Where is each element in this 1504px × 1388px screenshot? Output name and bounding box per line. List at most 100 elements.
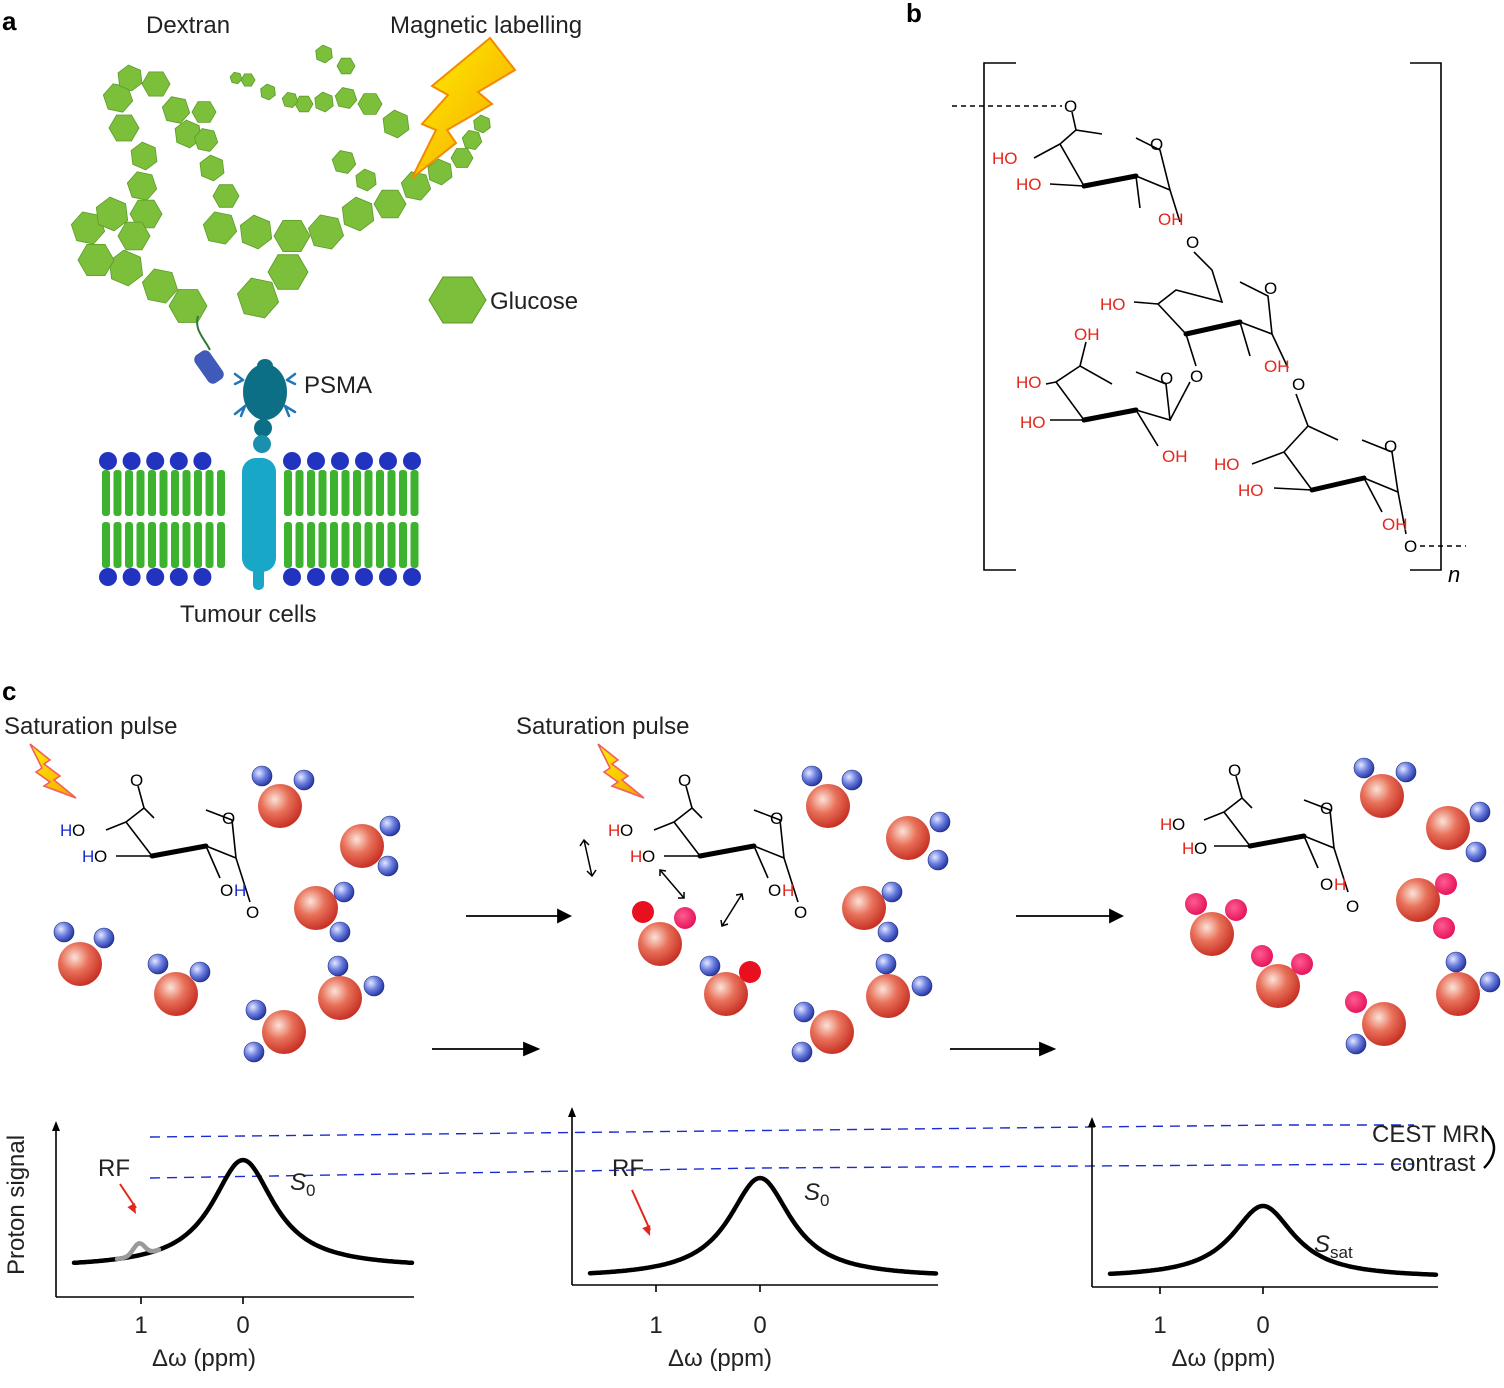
glucose-unit [307,214,345,250]
atom-h-red: H [608,821,620,840]
atom-h-blue: H [82,847,94,866]
lipid-head [331,452,349,470]
glucose-unit [236,277,280,319]
lipid-tail [182,522,191,568]
glucose-unit [240,73,256,87]
lipid-tail [136,470,145,516]
psma-label: PSMA [304,372,372,399]
glucose-unit [95,196,129,232]
glucose-ring-4: O HO HO OH O [1214,393,1417,556]
atom-h-red: H [1334,875,1346,894]
atom-o: O [222,809,235,828]
lipid-tail [136,522,145,568]
glucose-unit [473,114,491,134]
lipid-tail [171,470,179,516]
panel-b-label: b [906,0,922,28]
water-molecule [1251,945,1313,1008]
atom-o: O [1172,815,1185,834]
panel-c-label: c [2,676,16,706]
lipid-tail [410,522,419,568]
atom-o: O [246,903,259,922]
lipid-head [99,568,117,586]
lipid-tail [113,522,122,568]
glucose-molecule-2: O O H O H O O H O [608,771,807,922]
lipid-head [122,452,141,470]
atom-o: O [130,771,143,790]
water-molecule [886,811,951,871]
atom-o: O [642,847,655,866]
panel-a-label: a [2,6,17,36]
panel-b: b n O O HO HO OH O O HO OH O O [906,0,1466,587]
lipid-tail [284,522,292,568]
glucose-unit [212,184,240,208]
lipid-head [307,568,325,586]
glucose-unit [126,171,158,201]
atom-o: O [1346,897,1359,916]
x-tick-label: 1 [649,1312,662,1339]
lipid-head [283,568,301,586]
atom-h-blue: H [60,821,72,840]
glucose-unit [260,83,276,101]
lipid-tail [159,522,168,568]
water-peak-curve [1107,1203,1439,1277]
lipid-head [379,568,397,586]
water-molecule [243,999,306,1063]
atom-o: O [1404,537,1417,556]
lipid-tail [182,470,191,516]
lipid-tail [387,470,396,516]
lipid-tail [330,470,338,516]
glucose-ring-1: O O HO HO OH O [992,97,1199,252]
lipid-tail [102,470,110,516]
glucose-ring-3: OH O HO HO OH [1016,325,1191,466]
atom-o: O [1228,761,1241,780]
rf-arrow [631,1189,651,1231]
x-tick-label: 1 [134,1312,147,1339]
saturation-pulse-label: Saturation pulse [4,713,177,740]
water-molecule [801,765,863,828]
atom-oh: OH [1074,325,1100,344]
glucose-molecule-1: O O H O H O O H O [60,771,259,922]
atom-o: O [1320,799,1333,818]
glucose-ring-2: O HO OH O O [1100,251,1305,394]
glucose-unit [357,93,383,115]
x-axis-label: Δω (ppm) [152,1345,256,1372]
lipid-head [193,568,212,586]
atom-o: O [1190,367,1203,386]
glucose-unit [450,148,474,168]
psma-receptor [233,359,297,590]
linker-icon [194,350,224,384]
lipid-tail [410,470,419,516]
water-peak-curve [587,1175,939,1276]
lipid-head [169,452,188,470]
lipid-tail [364,470,373,516]
saturation-pulse-label: Saturation pulse [516,713,689,740]
lipid-tail [295,522,304,568]
lipid-tail [194,522,202,568]
glucose-unit [281,91,299,109]
contrast-bracket [1483,1127,1496,1169]
lipid-head [331,568,349,586]
lipid-head [122,568,141,586]
magnetic-labelling-label: Magnetic labelling [390,12,582,39]
atom-h-blue: H [234,881,246,900]
glucose-unit [193,128,219,152]
atom-ho: HO [1238,481,1264,500]
glucose-unit [267,254,309,290]
signal-label: S0 [804,1179,829,1210]
y-axis-arrow [568,1107,576,1117]
atom-o: O [1320,875,1333,894]
glucose-unit [314,91,334,113]
glucose-label: Glucose [490,288,578,315]
water-molecule [251,765,315,828]
lipid-tail [125,522,133,568]
glucose-molecule-3: O O H O H O O H O [1160,761,1359,916]
glucose-unit [239,214,273,250]
lipid-tail [307,522,315,568]
lipid-head [193,452,212,470]
atom-h-red: H [1182,839,1194,858]
glucose-unit [427,158,453,186]
water-molecule [842,881,903,943]
lipid-tail [148,470,156,516]
water-molecule [340,815,401,877]
